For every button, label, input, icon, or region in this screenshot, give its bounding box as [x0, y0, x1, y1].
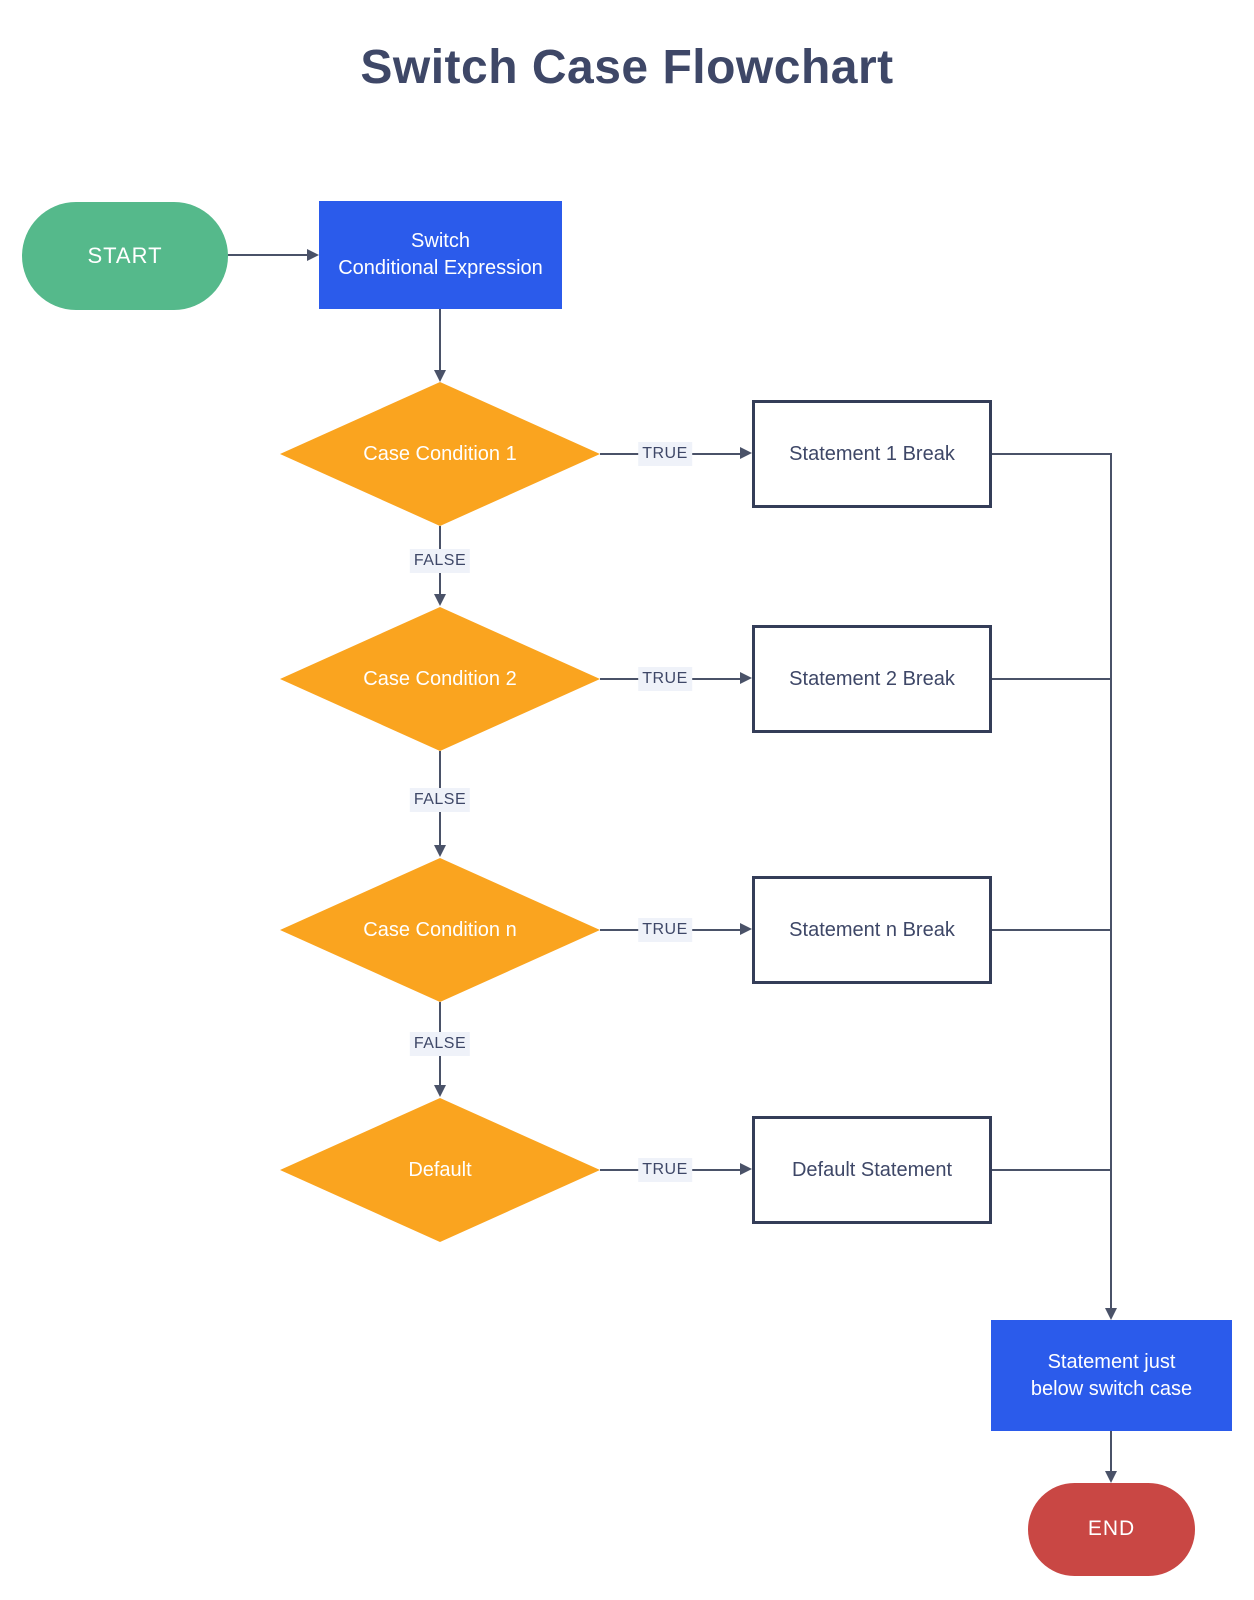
node-statement-n-break: Statement n Break	[752, 876, 992, 984]
node-stmt1-label: Statement 1 Break	[789, 442, 955, 465]
edge-trunk-to-below	[1110, 453, 1112, 1308]
edge-label-true-default: TRUE	[638, 1158, 692, 1183]
node-stmtn-label: Statement n Break	[789, 918, 955, 941]
node-switch-label: Switch Conditional Expression	[338, 230, 543, 279]
node-case-condition-n: Case Condition n	[280, 858, 600, 1002]
node-switch-conditional-expression: Switch Conditional Expression	[319, 201, 562, 309]
node-statement-below-switch-case: Statement just below switch case	[991, 1320, 1232, 1431]
arrowhead-down	[1105, 1308, 1117, 1320]
edge-label-true-n: TRUE	[638, 918, 692, 943]
arrowhead-down	[1105, 1471, 1117, 1483]
arrowhead-down	[434, 370, 446, 382]
node-casen-label: Case Condition n	[363, 918, 517, 941]
node-case-condition-1: Case Condition 1	[280, 382, 600, 526]
edge-start-to-switch	[228, 254, 307, 256]
arrowhead-down	[434, 594, 446, 606]
arrowhead-down	[434, 845, 446, 857]
arrowhead-right	[740, 923, 752, 935]
node-statement-2-break: Statement 2 Break	[752, 625, 992, 733]
node-stmt2-label: Statement 2 Break	[789, 667, 955, 690]
node-below-label: Statement just below switch case	[1030, 1350, 1193, 1400]
node-default-statement: Default Statement	[752, 1116, 992, 1224]
edge-below-to-end	[1110, 1431, 1112, 1471]
edge-stmt2-to-trunk	[992, 678, 1110, 680]
node-start-label: START	[87, 243, 163, 269]
node-statement-1-break: Statement 1 Break	[752, 400, 992, 508]
node-stmtd-label: Default Statement	[791, 1158, 953, 1181]
node-case1-label: Case Condition 1	[363, 442, 517, 465]
edge-label-false-1: FALSE	[409, 549, 471, 574]
edge-label-false-n: FALSE	[409, 1032, 471, 1057]
edge-stmt1-to-trunk	[992, 453, 1110, 455]
edge-label-true-1: TRUE	[638, 442, 692, 467]
arrowhead-right	[740, 672, 752, 684]
arrowhead-right	[740, 1163, 752, 1175]
node-case-condition-2: Case Condition 2	[280, 607, 600, 751]
node-case2-label: Case Condition 2	[363, 667, 517, 690]
arrowhead-right	[740, 447, 752, 459]
node-default-label: Default	[408, 1158, 472, 1181]
edge-switch-to-case1	[439, 309, 441, 370]
diagram-title: Switch Case Flowchart	[360, 41, 894, 94]
edge-stmtn-to-trunk	[992, 929, 1110, 931]
edge-label-true-2: TRUE	[638, 667, 692, 692]
node-default: Default	[280, 1098, 600, 1242]
node-start: START	[22, 202, 228, 310]
node-end-label: END	[1087, 1517, 1136, 1541]
node-end: END	[1028, 1483, 1195, 1576]
arrowhead-down	[434, 1085, 446, 1097]
arrowhead-right	[307, 249, 319, 261]
edge-label-false-2: FALSE	[409, 788, 471, 813]
edge-stmtd-to-trunk	[992, 1169, 1110, 1171]
